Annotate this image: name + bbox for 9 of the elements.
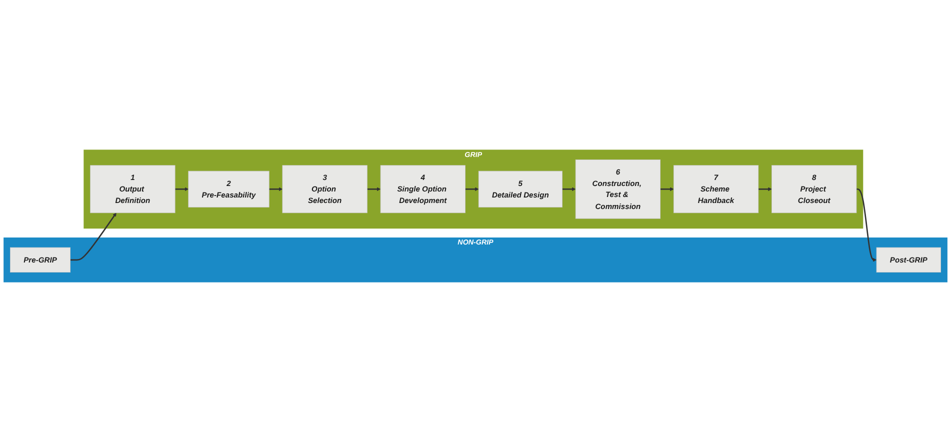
arrow bbox=[269, 187, 283, 192]
arrow bbox=[856, 188, 877, 262]
arrow bbox=[562, 187, 576, 192]
arrow bbox=[758, 187, 772, 192]
arrow bbox=[465, 187, 479, 192]
arrow bbox=[367, 187, 381, 192]
arrow bbox=[70, 212, 116, 261]
arrow bbox=[660, 187, 674, 192]
arrow bbox=[175, 187, 189, 192]
